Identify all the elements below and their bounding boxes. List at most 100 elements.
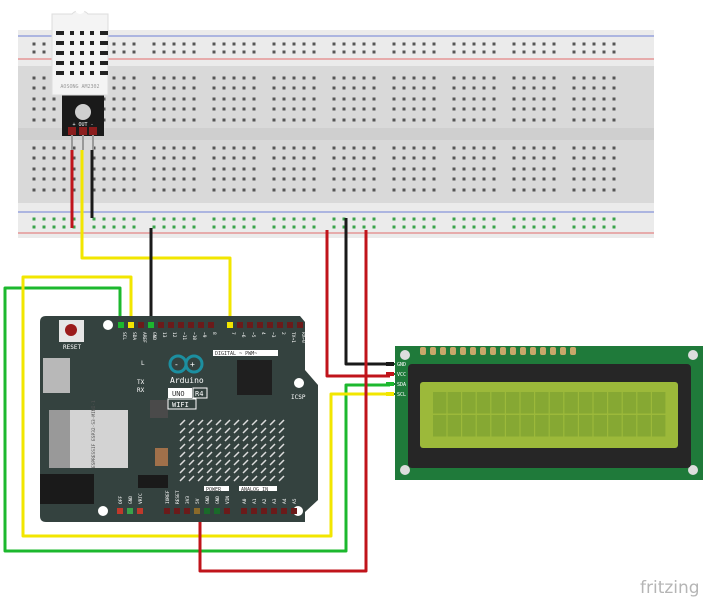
led-matrix-led bbox=[233, 475, 240, 482]
led-matrix-led bbox=[242, 443, 249, 450]
breadboard-rail-hole bbox=[492, 225, 496, 229]
rx-label: RX bbox=[137, 387, 145, 394]
breadboard-hole bbox=[422, 156, 426, 160]
header-pin[interactable] bbox=[128, 322, 134, 328]
breadboard-hole bbox=[352, 188, 356, 192]
lcd-pin[interactable] bbox=[386, 362, 394, 366]
breadboard-hole bbox=[492, 177, 496, 181]
lcd-pin[interactable] bbox=[386, 392, 394, 396]
pin-label: 2 bbox=[280, 332, 286, 335]
breadboard-rail-hole bbox=[312, 225, 316, 229]
breadboard-rail-hole bbox=[122, 42, 126, 46]
header-pin[interactable] bbox=[127, 508, 133, 514]
header-pin[interactable] bbox=[188, 322, 194, 328]
header-pin[interactable] bbox=[164, 508, 170, 514]
led-matrix-led bbox=[260, 435, 267, 442]
header-pin[interactable] bbox=[291, 508, 297, 514]
header-pin[interactable] bbox=[227, 322, 233, 328]
breadboard-hole bbox=[272, 167, 276, 171]
led-matrix-led bbox=[206, 443, 213, 450]
header-pin[interactable] bbox=[281, 508, 287, 514]
led-matrix-led bbox=[260, 427, 267, 434]
breadboard-rail-hole bbox=[302, 225, 306, 229]
header-pin[interactable] bbox=[148, 322, 154, 328]
header-pin[interactable] bbox=[241, 508, 247, 514]
header-pin[interactable] bbox=[158, 322, 164, 328]
breadboard-hole bbox=[412, 118, 416, 122]
header-pin[interactable] bbox=[178, 322, 184, 328]
header-pin[interactable] bbox=[198, 322, 204, 328]
breadboard-rail-hole bbox=[372, 50, 376, 54]
header-pin[interactable] bbox=[208, 322, 214, 328]
lcd-char-cell bbox=[579, 415, 593, 437]
header-pin[interactable] bbox=[261, 508, 267, 514]
header-pin[interactable] bbox=[247, 322, 253, 328]
breadboard-hole bbox=[522, 188, 526, 192]
breadboard-hole bbox=[312, 76, 316, 80]
header-pin[interactable] bbox=[168, 322, 174, 328]
header-pin[interactable] bbox=[271, 508, 277, 514]
lcd-pin[interactable] bbox=[386, 372, 394, 376]
header-pin[interactable] bbox=[277, 322, 283, 328]
header-pin[interactable] bbox=[267, 322, 273, 328]
header-pin[interactable] bbox=[174, 508, 180, 514]
breadboard-hole bbox=[472, 107, 476, 111]
header-pin[interactable] bbox=[117, 508, 123, 514]
breadboard-hole bbox=[242, 156, 246, 160]
breadboard-hole bbox=[532, 86, 536, 90]
header-pin[interactable] bbox=[251, 508, 257, 514]
breadboard-hole bbox=[232, 156, 236, 160]
breadboard-rail-hole bbox=[132, 42, 136, 46]
breadboard-hole bbox=[242, 86, 246, 90]
header-pin[interactable] bbox=[257, 322, 263, 328]
header-pin[interactable] bbox=[118, 322, 124, 328]
breadboard-rail-hole bbox=[172, 50, 176, 54]
header-pin[interactable] bbox=[297, 322, 303, 328]
led-matrix-led bbox=[260, 475, 267, 482]
lcd-char-cell bbox=[652, 415, 666, 437]
breadboard-rail-hole bbox=[302, 42, 306, 46]
header-pin[interactable] bbox=[138, 322, 144, 328]
breadboard-hole bbox=[32, 118, 36, 122]
header-pin[interactable] bbox=[237, 322, 243, 328]
breadboard-hole bbox=[152, 118, 156, 122]
breadboard-hole bbox=[72, 156, 76, 160]
breadboard-hole bbox=[422, 86, 426, 90]
breadboard-hole bbox=[232, 107, 236, 111]
header-pin[interactable] bbox=[137, 508, 143, 514]
breadboard-hole bbox=[162, 156, 166, 160]
breadboard-rail-hole bbox=[552, 217, 556, 221]
breadboard-hole bbox=[302, 177, 306, 181]
breadboard-hole bbox=[532, 177, 536, 181]
breadboard-hole bbox=[572, 177, 576, 181]
header-pin[interactable] bbox=[194, 508, 200, 514]
wire-red-5v bbox=[198, 230, 368, 573]
lcd-header-pin bbox=[450, 347, 456, 355]
breadboard-rail-hole bbox=[592, 50, 596, 54]
breadboard-rail-hole bbox=[522, 225, 526, 229]
breadboard-rail-hole bbox=[112, 42, 116, 46]
breadboard-hole bbox=[512, 167, 516, 171]
breadboard-hole bbox=[182, 156, 186, 160]
breadboard-rail-hole bbox=[192, 42, 196, 46]
header-pin[interactable] bbox=[224, 508, 230, 514]
header-pin[interactable] bbox=[184, 508, 190, 514]
breadboard-rail-hole bbox=[342, 50, 346, 54]
breadboard-hole bbox=[292, 167, 296, 171]
lcd-pin[interactable] bbox=[386, 382, 394, 386]
breadboard-rail-hole bbox=[112, 225, 116, 229]
breadboard-hole bbox=[242, 146, 246, 150]
header-pin[interactable] bbox=[204, 508, 210, 514]
breadboard-hole bbox=[112, 188, 116, 192]
breadboard-rail-hole bbox=[362, 217, 366, 221]
pin-label: 4 bbox=[260, 332, 266, 335]
breadboard-rail-hole bbox=[452, 42, 456, 46]
pin-label: RX←0 bbox=[300, 332, 306, 343]
breadboard-hole bbox=[372, 97, 376, 101]
breadboard-hole bbox=[412, 177, 416, 181]
breadboard-hole bbox=[352, 76, 356, 80]
header-pin[interactable] bbox=[214, 508, 220, 514]
breadboard-hole bbox=[132, 97, 136, 101]
header-pin[interactable] bbox=[287, 322, 293, 328]
